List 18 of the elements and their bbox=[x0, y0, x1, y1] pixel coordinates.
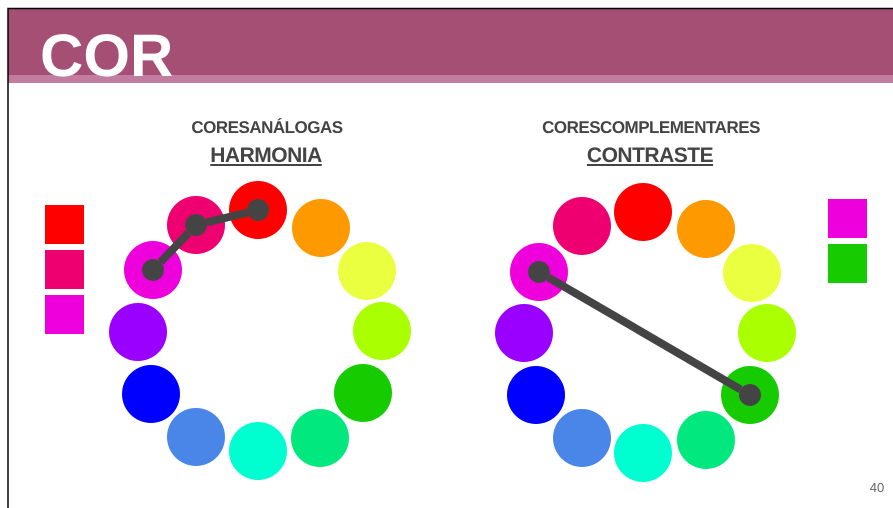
connector-dot bbox=[247, 199, 269, 221]
page-number: 40 bbox=[870, 480, 884, 495]
connector-line bbox=[206, 208, 248, 226]
connector-dot bbox=[142, 259, 164, 281]
color-circle bbox=[723, 244, 781, 302]
connector-line bbox=[158, 230, 192, 265]
color-circle bbox=[553, 197, 611, 255]
subtitle: CONTRASTE bbox=[586, 144, 714, 168]
section-heading: CORESANÁLOGAS bbox=[191, 118, 343, 138]
color-circle bbox=[338, 242, 396, 300]
color-circle bbox=[553, 409, 611, 467]
section-heading: CORESCOMPLEMENTARES bbox=[542, 118, 760, 138]
subtitle: HARMONIA bbox=[210, 144, 322, 168]
slide-title: COR bbox=[40, 22, 174, 90]
connector-dot bbox=[185, 214, 207, 236]
connector-dot bbox=[528, 261, 550, 283]
color-circle bbox=[510, 243, 568, 301]
connector-dot bbox=[739, 384, 761, 406]
